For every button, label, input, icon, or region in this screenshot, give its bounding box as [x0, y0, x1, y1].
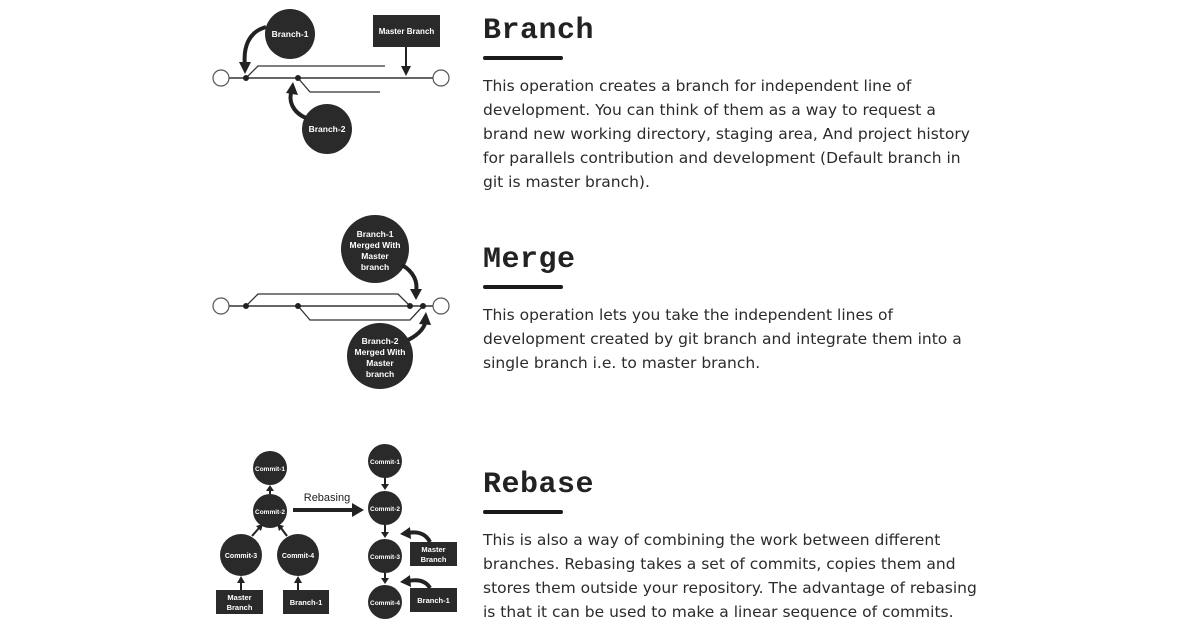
- merge-heading: Merge: [483, 243, 576, 277]
- arrowhead: [277, 524, 284, 531]
- branch-heading-underline: [483, 56, 563, 60]
- merged2-line-1: Branch-2: [362, 336, 399, 346]
- left-arrow-4-to-2: [280, 527, 288, 537]
- rebase-diagram-svg: Commit-1 Commit-2 Commit-3 Commit-4 Mast…: [216, 444, 457, 619]
- merged2-bubble: [347, 323, 413, 389]
- rebase-section: Rebase This is also a way of combining t…: [483, 470, 983, 640]
- left-commit3-label: Commit-3: [225, 553, 257, 560]
- merge-description: This operation lets you take the indepen…: [483, 306, 962, 372]
- right-master-arrow: [407, 530, 432, 544]
- branch1-merged-line: [245, 293, 411, 307]
- merged1-line-2: Merged With: [350, 240, 401, 250]
- branch1-label: Branch-1: [272, 29, 309, 39]
- commit-dot: [295, 75, 301, 81]
- left-master-line-2: Branch: [227, 603, 253, 612]
- left-commit1-label: Commit-1: [255, 466, 285, 473]
- right-commit3-label: Commit-3: [370, 554, 400, 561]
- branch1-arrow: [242, 25, 267, 67]
- left-branch1-box: [283, 590, 329, 614]
- rebase-description: This is also a way of combining the work…: [483, 531, 977, 621]
- right-commit2-node: [368, 491, 402, 525]
- merge-heading-underline: [483, 285, 563, 289]
- right-commit2-label: Commit-2: [370, 506, 400, 513]
- branch-heading: Branch: [483, 14, 595, 48]
- merged1-line-3: Master: [361, 251, 389, 261]
- left-commit3-node: [220, 534, 262, 576]
- rebase-diagram: Commit-1 Commit-2 Commit-3 Commit-4 Mast…: [205, 440, 470, 630]
- rebase-heading: Rebase: [483, 468, 595, 502]
- merged2-line-3: Master: [366, 358, 394, 368]
- branch-diagram-svg: Branch-1 Master Branch Branch-2: [212, 9, 450, 154]
- branch2-arrowhead: [286, 82, 298, 95]
- right-master-line-2: Branch: [421, 555, 447, 564]
- left-branch1-label: Branch-1: [290, 598, 323, 607]
- arrowhead: [381, 578, 389, 584]
- master-branch-box: [373, 15, 440, 47]
- start-node: [212, 297, 230, 315]
- merge-diagram-svg: Branch-1 Merged With Master branch Branc…: [212, 215, 450, 389]
- left-master-line-1: Master: [227, 593, 251, 602]
- branch1-arrowhead: [239, 62, 251, 74]
- commit-dot: [295, 303, 301, 309]
- right-branch1-arrow: [407, 578, 432, 590]
- commit-dot: [243, 75, 249, 81]
- merged1-arrowhead: [410, 289, 422, 300]
- rebase-heading-underline: [483, 510, 563, 514]
- rebasing-arrowhead: [352, 503, 364, 517]
- merged1-bubble: [341, 215, 409, 283]
- branch2-bubble: [302, 104, 352, 154]
- merged2-arrowhead: [419, 312, 431, 325]
- end-node: [432, 69, 450, 87]
- arrowhead: [266, 485, 274, 491]
- arrowhead: [381, 532, 389, 538]
- merge-dot: [407, 303, 413, 309]
- right-branch1-label: Branch-1: [417, 596, 450, 605]
- right-branch1-box: [410, 588, 457, 612]
- merged2-line-2: Merged With: [355, 347, 406, 357]
- master-branch-label: Master Branch: [379, 27, 435, 36]
- merged1-arrow: [400, 263, 419, 293]
- left-commit4-label: Commit-4: [282, 553, 314, 560]
- commit-dot: [243, 303, 249, 309]
- merge-dot: [420, 303, 426, 309]
- branch-section: Branch This operation creates a branch f…: [483, 16, 983, 210]
- arrowhead: [294, 576, 302, 583]
- rebasing-label: Rebasing: [304, 492, 350, 504]
- start-node: [212, 69, 230, 87]
- right-master-box: [410, 542, 457, 566]
- left-commit2-label: Commit-2: [255, 509, 285, 516]
- right-commit1-node: [368, 444, 402, 478]
- arrowhead: [256, 524, 263, 531]
- merged1-line-1: Branch-1: [357, 229, 394, 239]
- branch1-line: [245, 65, 385, 79]
- branch2-label: Branch-2: [309, 124, 346, 134]
- branch2-merged-line: [297, 305, 424, 321]
- branch-description: This operation creates a branch for inde…: [483, 77, 970, 191]
- merge-section: Merge This operation lets you take the i…: [483, 245, 983, 391]
- branch2-arrow: [288, 89, 307, 120]
- arrowhead: [400, 527, 411, 539]
- master-arrowhead: [401, 66, 411, 76]
- arrowhead: [237, 576, 245, 583]
- right-commit1-label: Commit-1: [370, 459, 400, 466]
- left-master-box: [216, 590, 263, 614]
- branch1-bubble: [265, 9, 315, 59]
- arrowhead: [400, 575, 411, 587]
- right-commit3-node: [368, 539, 402, 573]
- merged1-line-4: branch: [361, 262, 389, 272]
- left-commit2-node: [253, 494, 287, 528]
- left-arrow-3-to-2: [251, 527, 260, 537]
- branch2-line: [297, 77, 380, 93]
- merge-diagram: Branch-1 Merged With Master branch Branc…: [205, 212, 470, 392]
- right-commit4-node: [368, 585, 402, 619]
- left-commit1-node: [253, 451, 287, 485]
- arrowhead: [381, 484, 389, 490]
- left-commit4-node: [277, 534, 319, 576]
- end-node: [432, 297, 450, 315]
- right-master-line-1: Master: [421, 545, 445, 554]
- merged2-line-4: branch: [366, 369, 394, 379]
- right-commit4-label: Commit-4: [370, 600, 400, 607]
- branch-diagram: Branch-1 Master Branch Branch-2: [205, 8, 470, 158]
